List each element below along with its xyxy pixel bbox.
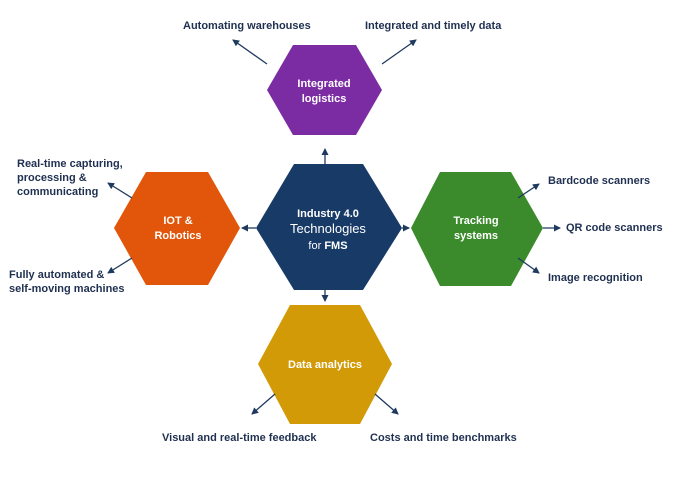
arrow-bottom-left [251,393,276,415]
arrow-left-down [107,257,133,274]
label-real-time-capturing: Real-time capturing, processing & commun… [17,157,123,199]
center-label-3-prefix: for [308,240,324,252]
arrow-top-left [232,39,268,65]
hex-top-integrated-logistics [267,45,382,135]
hex-center-industry [256,164,402,290]
arrow-bottom-right [374,393,399,415]
label-real-time-capturing-line-3: communicating [17,186,99,198]
center-label-3: for FMS [308,240,347,252]
hex-right-tracking-systems [411,172,543,286]
label-fully-automated: Fully automated & self-moving machines [9,268,125,296]
label-qr-code-scanners: QR code scanners [566,222,663,234]
right-node-label-1: Tracking [453,215,498,227]
label-automating-warehouses: Automating warehouses [183,20,311,32]
center-label-1: Industry 4.0 [297,208,359,220]
right-node-label-2: systems [454,230,498,242]
label-fully-automated-line-1: Fully automated & [9,269,105,281]
left-node-label-1: IOT & [163,215,192,227]
label-real-time-capturing-line-1: Real-time capturing, [17,158,123,170]
arrow-top-right [381,39,417,65]
label-bardcode-scanners: Bardcode scanners [548,175,651,187]
center-label-2: Technologies [290,221,366,236]
top-node-label-1: Integrated [297,78,350,90]
center-label-3-bold: FMS [324,240,347,252]
top-node-label-2: logistics [302,93,347,105]
hex-left-iot-robotics [114,172,240,285]
arrow-right-up [517,183,540,199]
arrows [107,39,561,415]
label-real-time-capturing-line-2: processing & [17,172,87,184]
label-fully-automated-line-2: self-moving machines [9,283,125,295]
left-node-label-2: Robotics [154,230,201,242]
hex-bottom-data-analytics [258,305,392,424]
label-visual-feedback: Visual and real-time feedback [162,432,317,444]
arrow-left-up [107,182,133,199]
label-image-recognition: Image recognition [548,272,643,284]
bottom-node-label: Data analytics [288,359,362,371]
label-integrated-timely-data: Integrated and timely data [365,20,502,32]
arrow-right-down [517,257,540,274]
label-costs-benchmarks: Costs and time benchmarks [370,432,517,444]
